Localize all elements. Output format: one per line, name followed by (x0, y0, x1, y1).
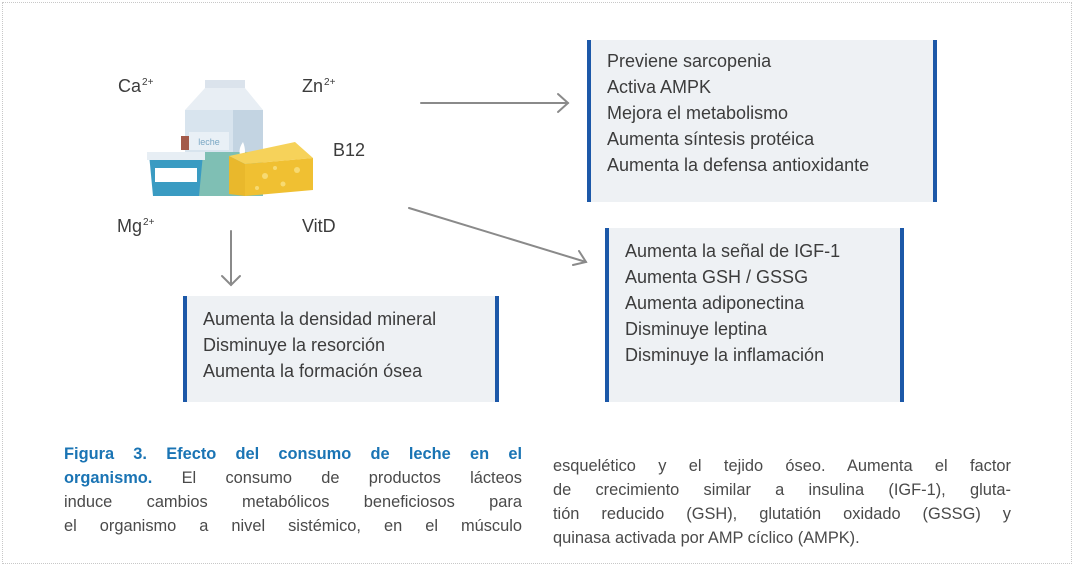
effect-item: Mejora el metabolismo (607, 103, 789, 123)
nutrient-vitamin-d-label: VitD (302, 216, 336, 236)
effect-item: Aumenta síntesis protéica (607, 129, 815, 149)
arrow-to-bottom-left-box (221, 230, 241, 287)
effect-item: Aumenta la formación ósea (203, 361, 423, 381)
caption-right-column: esquelético y el tejido óseo. Aumenta el… (553, 454, 1011, 550)
effect-item: Aumenta adiponectina (625, 293, 805, 313)
effects-box-bone: Aumenta la densidad mineral Disminuye la… (183, 296, 499, 402)
effects-box-muscle: Previene sarcopenia Activa AMPK Mejora e… (587, 40, 937, 202)
effect-item: Disminuye la resorción (203, 335, 386, 355)
nutrient-magnesium-charge: 2+ (143, 217, 155, 228)
effect-item: Aumenta la densidad mineral (203, 309, 437, 329)
nutrient-b12: B12 (333, 140, 365, 161)
effect-item: Aumenta la defensa antioxidante (607, 155, 870, 175)
nutrient-zinc: Zn2+ (302, 76, 335, 97)
nutrient-zinc-symbol: Zn (302, 76, 324, 96)
arrow-to-top-right-box (420, 93, 570, 113)
nutrient-calcium-symbol: Ca (118, 76, 142, 96)
arrow-to-middle-right-box (408, 207, 588, 266)
caption-line: esquelético y el tejido óseo. Aumenta el… (553, 457, 1011, 475)
caption-line: Figura 3. Efecto del consumo de leche en… (64, 442, 522, 466)
caption-line: el organismo a nivel sistémico, en el mú… (64, 517, 522, 535)
effect-item: Activa AMPK (607, 77, 712, 97)
effect-item: Disminuye la inflamación (625, 345, 825, 365)
effect-item: Disminuye leptina (625, 319, 768, 339)
figure-title-end: organismo. (64, 469, 153, 487)
caption-left-column: Figura 3. Efecto del consumo de leche en… (64, 442, 522, 538)
nutrient-calcium-charge: 2+ (142, 77, 154, 88)
caption-text: El consumo de productos lácteos (152, 469, 522, 487)
nutrient-magnesium-symbol: Mg (117, 216, 143, 236)
effect-item: Aumenta GSH / GSSG (625, 267, 809, 287)
caption-line: quinasa activada por AMP cíclico (AMPK). (553, 529, 860, 547)
nutrient-zinc-charge: 2+ (324, 77, 336, 88)
nutrient-b12-label: B12 (333, 140, 366, 160)
dairy-illustration: leche (147, 80, 313, 196)
effect-item: Aumenta la señal de IGF-1 (625, 241, 841, 261)
caption-line: de crecimiento similar a insulina (IGF-1… (553, 481, 1011, 499)
nutrient-calcium: Ca2+ (118, 76, 153, 97)
figure-title: Figura 3. Efecto del consumo de leche en… (64, 445, 522, 463)
yogurt-cup-icon (147, 136, 205, 196)
cheese-wedge-icon (229, 142, 313, 196)
effect-item: Previene sarcopenia (607, 51, 772, 71)
nutrient-vitamin-d: VitD (302, 216, 336, 237)
carton-label: leche (198, 137, 220, 147)
caption-line: tión reducido (GSH), glutatión oxidado (… (553, 505, 1011, 523)
nutrient-magnesium: Mg2+ (117, 216, 154, 237)
caption-line: induce cambios metabólicos beneficiosos … (64, 493, 522, 511)
effects-box-systemic: Aumenta la señal de IGF-1 Aumenta GSH / … (605, 228, 904, 402)
caption-line: organismo. El consumo de productos lácte… (64, 466, 522, 490)
